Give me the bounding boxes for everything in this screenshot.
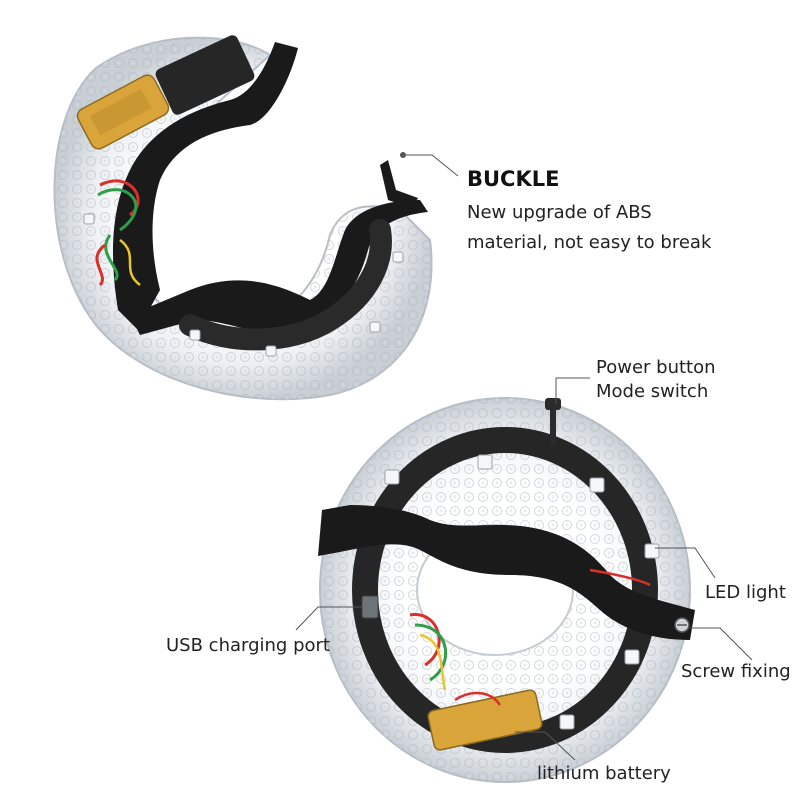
buckle-title: BUCKLE <box>467 167 560 191</box>
mode-switch-label: Mode switch <box>596 381 709 402</box>
leader-lines <box>295 377 753 761</box>
bottom-clamp <box>318 505 695 640</box>
closed-light-unit <box>318 397 695 783</box>
led-light-label: LED light <box>705 582 786 603</box>
top-clamp-upper <box>113 42 298 330</box>
top-clamp-lower <box>130 200 428 335</box>
buckle-leader <box>400 152 459 177</box>
bottom-battery <box>427 689 543 751</box>
power-button-part <box>545 398 561 410</box>
buckle-description-line1: New upgrade of ABS <box>467 202 652 223</box>
usb-charging-port-label: USB charging port <box>166 635 330 656</box>
power-button-label: Power button <box>596 357 716 378</box>
buckle-latch <box>380 160 418 208</box>
usb-port-part <box>361 595 379 619</box>
lithium-battery-label: lithium battery <box>537 763 671 784</box>
screw-fixing-label: Screw fixing <box>681 661 791 682</box>
top-battery <box>76 74 170 150</box>
buckle-description-line2: material, not easy to break <box>467 232 712 253</box>
open-light-unit <box>53 35 433 401</box>
